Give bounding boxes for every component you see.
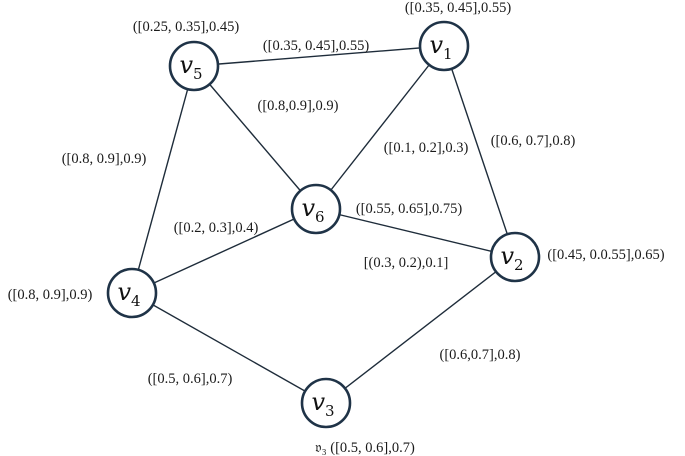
labels-layer: ([0.35, 0.45],0.55) ([0.6, 0.7],0.8) ([0.1… [8,0,665,456]
node-name-subscript: 4 [131,292,141,310]
node-name-base: v [429,31,443,59]
edge-v1-v2 [443,45,516,258]
edge-label-v6-v2: [(0.3, 0.2),0.1] [364,255,449,271]
node-label-v6: ([0.55, 0.65],0.75) [356,201,462,217]
edge-label-v5-v6: ([0.8,0.9],0.9) [258,98,339,114]
node-name-v6: v6 [301,194,324,226]
edge-v5-v4 [131,65,195,294]
node-circle-v6 [290,183,342,235]
node-v1: v1 [418,20,470,72]
node-v3: v3 [300,377,352,429]
node-circle-v5 [168,40,220,92]
node-v6: v6 [290,183,342,235]
node-name-v1: v1 [429,31,452,63]
node-name-base: v [117,278,131,306]
node-name-base: v [301,194,315,222]
node-label-v2: ([0.45, 0.0.55],0.65) [547,247,664,263]
edge-v6-v2 [315,208,516,258]
node-name-subscript: 5 [193,65,203,83]
node-name-v5: v5 [179,51,202,83]
node-name-v2: v2 [500,242,523,274]
edge-label-v1-v6: ([0.1, 0.2],0.3) [384,140,469,156]
node-name-base: v [179,51,193,79]
node-label-v1: ([0.35, 0.45],0.55) [405,0,511,16]
node-v5: v5 [168,40,220,92]
node-circle-v1 [418,20,470,72]
edges-layer [131,45,516,404]
edge-label-v5-v1: ([0.35, 0.45],0.55) [263,38,369,54]
node-label-v5: ([0.25, 0.35],0.45) [133,19,239,35]
node-name-subscript: 3 [325,402,335,420]
node-v2: v2 [489,231,541,283]
edge-label-v3-v2: ([0.6,0.7],0.8) [440,347,521,363]
node-name-v3: v3 [311,388,334,420]
node-circle-v3 [300,377,352,429]
node-name-subscript: 6 [315,208,325,226]
edge-v6-v4 [131,208,317,294]
node-name-base: v [500,242,514,270]
edge-v5-v1 [193,45,445,67]
node-label-v3: 𝔳₃ ([0.5, 0.6],0.7) [315,440,415,456]
node-name-subscript: 2 [514,256,524,274]
node-circle-v2 [489,231,541,283]
node-v4: v4 [106,267,158,319]
node-name-subscript: 1 [443,45,453,63]
node-circle-v4 [106,267,158,319]
edge-v5-v6 [193,65,317,210]
edge-label-v4-v3: ([0.5, 0.6],0.7) [148,371,233,387]
edge-label-v5-v4: ([0.8, 0.9],0.9) [62,151,147,167]
node-name-base: v [311,388,325,416]
node-label-v4: ([0.8, 0.9],0.9) [8,287,93,303]
edge-label-v6-v4: ([0.2, 0.3],0.4) [174,220,259,236]
node-name-v4: v4 [117,278,140,310]
edge-v4-v3 [131,292,327,404]
edge-v1-v6 [315,45,445,210]
edge-v3-v2 [325,256,516,404]
edge-label-v1-v2: ([0.6, 0.7],0.8) [491,133,576,149]
